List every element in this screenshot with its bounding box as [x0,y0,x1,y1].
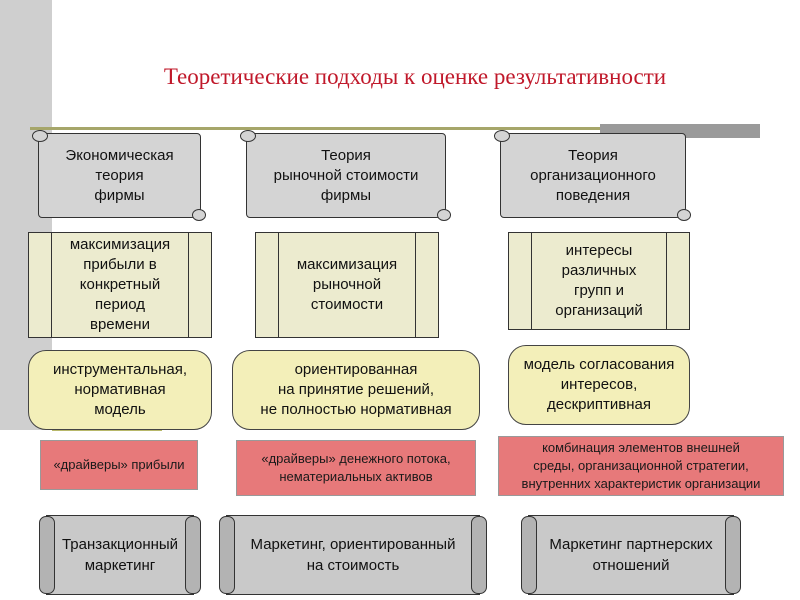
header-label: Экономическая теория фирмы [65,146,174,204]
roll-cap [471,516,487,594]
bar-divider [51,233,52,337]
model-label: инструментальная, нормативная модель [52,361,187,418]
header-label: Теория рыночной стоимости фирмы [273,146,419,204]
drivers-organizational-behavior: комбинация элементов внешней среды, орга… [498,436,784,496]
marketing-transactional: Транзакционный маркетинг [39,515,201,595]
drivers-label: «драйверы» прибыли [53,457,185,472]
roll-cap [521,516,537,594]
drivers-label: «драйверы» денежного потока, нематериаль… [261,451,451,484]
decorative-top-line [30,127,760,130]
roll-cap [725,516,741,594]
header-economic-theory: Экономическая теория фирмы [32,130,206,221]
roll-cap [185,516,201,594]
marketing-label: Маркетинг, ориентированный на стоимость [250,536,456,574]
drivers-label: комбинация элементов внешней среды, орга… [521,440,761,491]
model-organizational-behavior: модель согласования интересов, дескрипти… [508,345,690,425]
header-label: Теория организационного поведения [530,146,656,204]
roll-cap [39,516,55,594]
model-label: модель согласования интересов, дескрипти… [523,356,675,413]
marketing-partnership: Маркетинг партнерских отношений [521,515,741,595]
marketing-value-oriented: Маркетинг, ориентированный на стоимость [219,515,487,595]
page-title: Теоретические подходы к оценке результат… [163,64,667,89]
goal-label: интересы различных групп и организаций [555,242,643,319]
goal-label: максимизация рыночной стоимости [296,256,398,313]
model-market-value-theory: ориентированная на принятие решений, не … [232,350,480,430]
marketing-label: Транзакционный маркетинг [61,536,179,574]
goal-economic-theory: максимизация прибыли в конкретный период… [28,232,212,338]
bar-divider [666,233,667,329]
marketing-label: Маркетинг партнерских отношений [549,536,713,574]
model-economic-theory: инструментальная, нормативная модель [28,350,212,430]
roll-cap [219,516,235,594]
goal-organizational-behavior: интересы различных групп и организаций [508,232,690,330]
goal-market-value-theory: максимизация рыночной стоимости [255,232,439,338]
header-market-value-theory: Теория рыночной стоимости фирмы [240,130,451,221]
bar-divider [415,233,416,337]
bar-divider [188,233,189,337]
goal-label: максимизация прибыли в конкретный период… [69,236,171,333]
model-label: ориентированная на принятие решений, не … [260,361,452,418]
bar-divider [278,233,279,337]
drivers-market-value-theory: «драйверы» денежного потока, нематериаль… [236,440,476,496]
bar-divider [531,233,532,329]
header-organizational-behavior: Теория организационного поведения [494,130,691,221]
drivers-economic-theory: «драйверы» прибыли [40,440,198,490]
